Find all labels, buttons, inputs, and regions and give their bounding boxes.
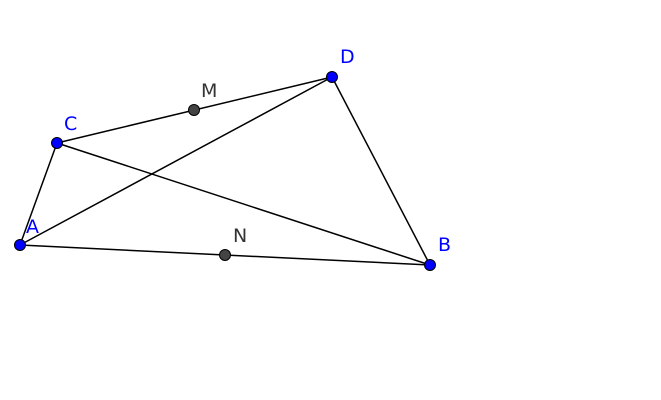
label-d: D — [340, 46, 355, 68]
label-n: N — [233, 225, 247, 247]
label-m: M — [201, 80, 217, 102]
point-c — [51, 137, 63, 149]
point-m — [188, 104, 200, 116]
segment-ac — [19, 142, 58, 246]
segment-db — [331, 76, 431, 266]
point-d — [326, 71, 338, 83]
segment-ad — [19, 76, 333, 246]
point-n — [219, 249, 231, 261]
label-a: A — [26, 216, 39, 238]
label-c: C — [64, 113, 77, 135]
point-b — [424, 259, 436, 271]
point-a — [14, 239, 26, 251]
label-b: B — [438, 234, 451, 256]
segment-cb — [56, 142, 431, 266]
